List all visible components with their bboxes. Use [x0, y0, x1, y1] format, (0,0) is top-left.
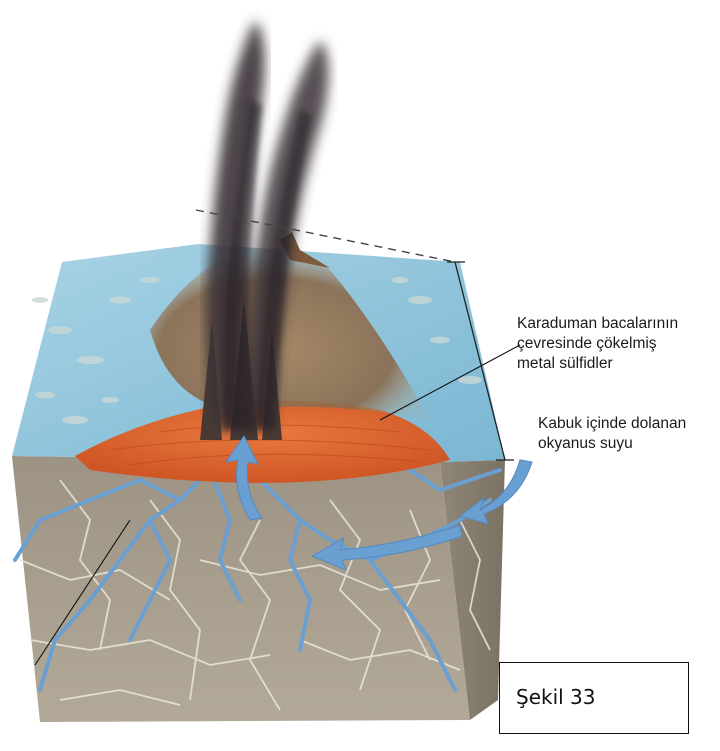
label-line: okyanus suyu	[538, 434, 686, 454]
label-metal-sulfides: Karaduman bacalarının çevresinde çökelmi…	[517, 314, 678, 374]
label-line: çevresinde çökelmiş	[517, 334, 678, 354]
label-line: metal sülfidler	[517, 354, 678, 374]
figure-caption-box: Şekil 33	[499, 662, 689, 734]
label-ocean-water: Kabuk içinde dolanan okyanus suyu	[538, 414, 686, 454]
label-line: Kabuk içinde dolanan	[538, 414, 686, 434]
label-line: Karaduman bacalarının	[517, 314, 678, 334]
figure-caption: Şekil 33	[516, 685, 596, 709]
